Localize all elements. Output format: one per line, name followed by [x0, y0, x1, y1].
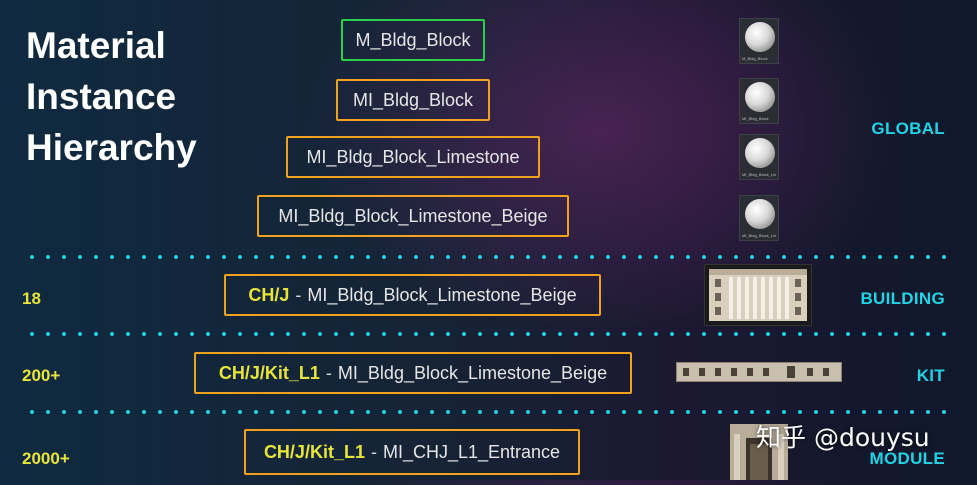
kit-preview-image: [676, 362, 842, 382]
material-box-label: MI_Bldg_Block_Limestone_Beige: [278, 205, 548, 226]
level-label-kit: KIT: [916, 366, 945, 385]
thumbnail-caption: MI_Bldg_Block_Limestone_Beige: [742, 233, 776, 238]
material-instance-box: CH/J/Kit_L1 - MI_CHJ_L1_Entrance: [244, 429, 580, 475]
material-sphere-icon: [745, 22, 775, 52]
path-prefix: CH/J/Kit_L1: [263, 441, 365, 462]
path-separator: -: [295, 284, 302, 305]
thumbnail-caption: MI_Bldg_Block: [742, 116, 769, 121]
path-prefix: CH/J: [248, 284, 290, 305]
level-label-building: BUILDING: [860, 289, 945, 308]
section-divider: [24, 410, 956, 414]
material-thumbnail: M_Bldg_Block: [739, 18, 779, 64]
material-sphere-icon: [745, 138, 775, 168]
material-instance-box: CH/J/Kit_L1 - MI_Bldg_Block_Limestone_Be…: [194, 352, 632, 394]
material-sphere-icon: [745, 82, 775, 112]
material-thumbnail: MI_Bldg_Block_Limestone: [739, 134, 779, 180]
material-instance-box: MI_Bldg_Block_Limestone_Beige: [257, 195, 569, 237]
path-separator: -: [370, 441, 377, 462]
material-box-master: M_Bldg_Block: [341, 19, 485, 61]
path-prefix: CH/J/Kit_L1: [218, 362, 320, 383]
material-box-label: MI_Bldg_Block_Limestone_Beige: [307, 284, 577, 305]
section-divider: [24, 332, 956, 336]
page-title: Material Instance Hierarchy: [26, 25, 197, 168]
material-instance-box: CH/J - MI_Bldg_Block_Limestone_Beige: [224, 274, 601, 316]
module-preview-image: [730, 424, 788, 480]
building-preview-image: [704, 264, 812, 326]
material-instance-box: MI_Bldg_Block: [336, 79, 490, 121]
asset-count: 2000+: [22, 449, 70, 468]
level-label-global: GLOBAL: [871, 119, 945, 138]
material-box-label: MI_Bldg_Block: [352, 89, 474, 110]
watermark: 知乎 @douysu: [756, 423, 930, 452]
material-box-label: MI_Bldg_Block_Limestone: [306, 146, 520, 167]
asset-count: 200+: [22, 366, 61, 385]
material-instance-box: MI_Bldg_Block_Limestone: [286, 136, 540, 178]
thumbnail-caption: M_Bldg_Block: [742, 56, 768, 61]
thumbnail-caption: MI_Bldg_Block_Limestone: [742, 172, 776, 177]
material-box-label: MI_Bldg_Block_Limestone_Beige: [337, 362, 608, 383]
asset-count: 18: [22, 289, 41, 308]
path-separator: -: [325, 362, 332, 383]
material-box-label: M_Bldg_Block: [355, 29, 471, 50]
material-thumbnail: MI_Bldg_Block: [739, 78, 779, 124]
material-box-label: MI_CHJ_L1_Entrance: [382, 441, 561, 462]
section-divider: [24, 255, 956, 259]
material-thumbnail: MI_Bldg_Block_Limestone_Beige: [739, 195, 779, 241]
level-label-module: MODULE: [869, 449, 945, 468]
material-sphere-icon: [745, 199, 775, 229]
